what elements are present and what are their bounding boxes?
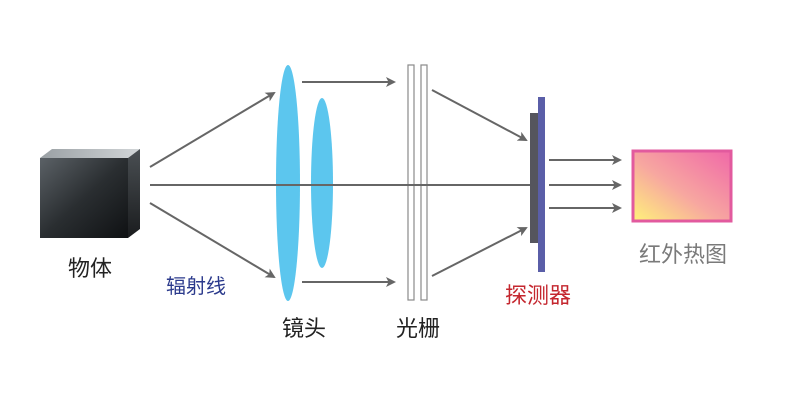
cube-front-face: [40, 158, 128, 238]
thermal-image-label: 红外热图: [639, 243, 727, 268]
ray-lower-to-lens: [149, 202, 276, 279]
lens-label: 镜头: [282, 317, 326, 342]
detector-plate: [538, 97, 545, 272]
ray-upper-to-detector: [431, 89, 528, 141]
detector-body: [530, 113, 538, 243]
object-label: 物体: [68, 257, 112, 282]
grating: [407, 64, 428, 301]
grating-plate-right: [420, 64, 428, 301]
detector-label: 探测器: [505, 284, 571, 309]
ray-upper-to-lens: [149, 91, 276, 168]
rays-label: 辐射线: [166, 274, 226, 298]
thermal-image: [631, 149, 733, 223]
cube-top-face: [40, 149, 140, 158]
object-cube: [40, 149, 140, 238]
grating-plate-left: [407, 64, 415, 301]
grating-label: 光栅: [396, 317, 440, 342]
lens-primary: [276, 65, 300, 301]
cube-side-face: [128, 149, 140, 238]
detector: [530, 97, 545, 272]
lens-secondary: [311, 98, 333, 268]
ray-lower-to-detector: [431, 227, 528, 277]
